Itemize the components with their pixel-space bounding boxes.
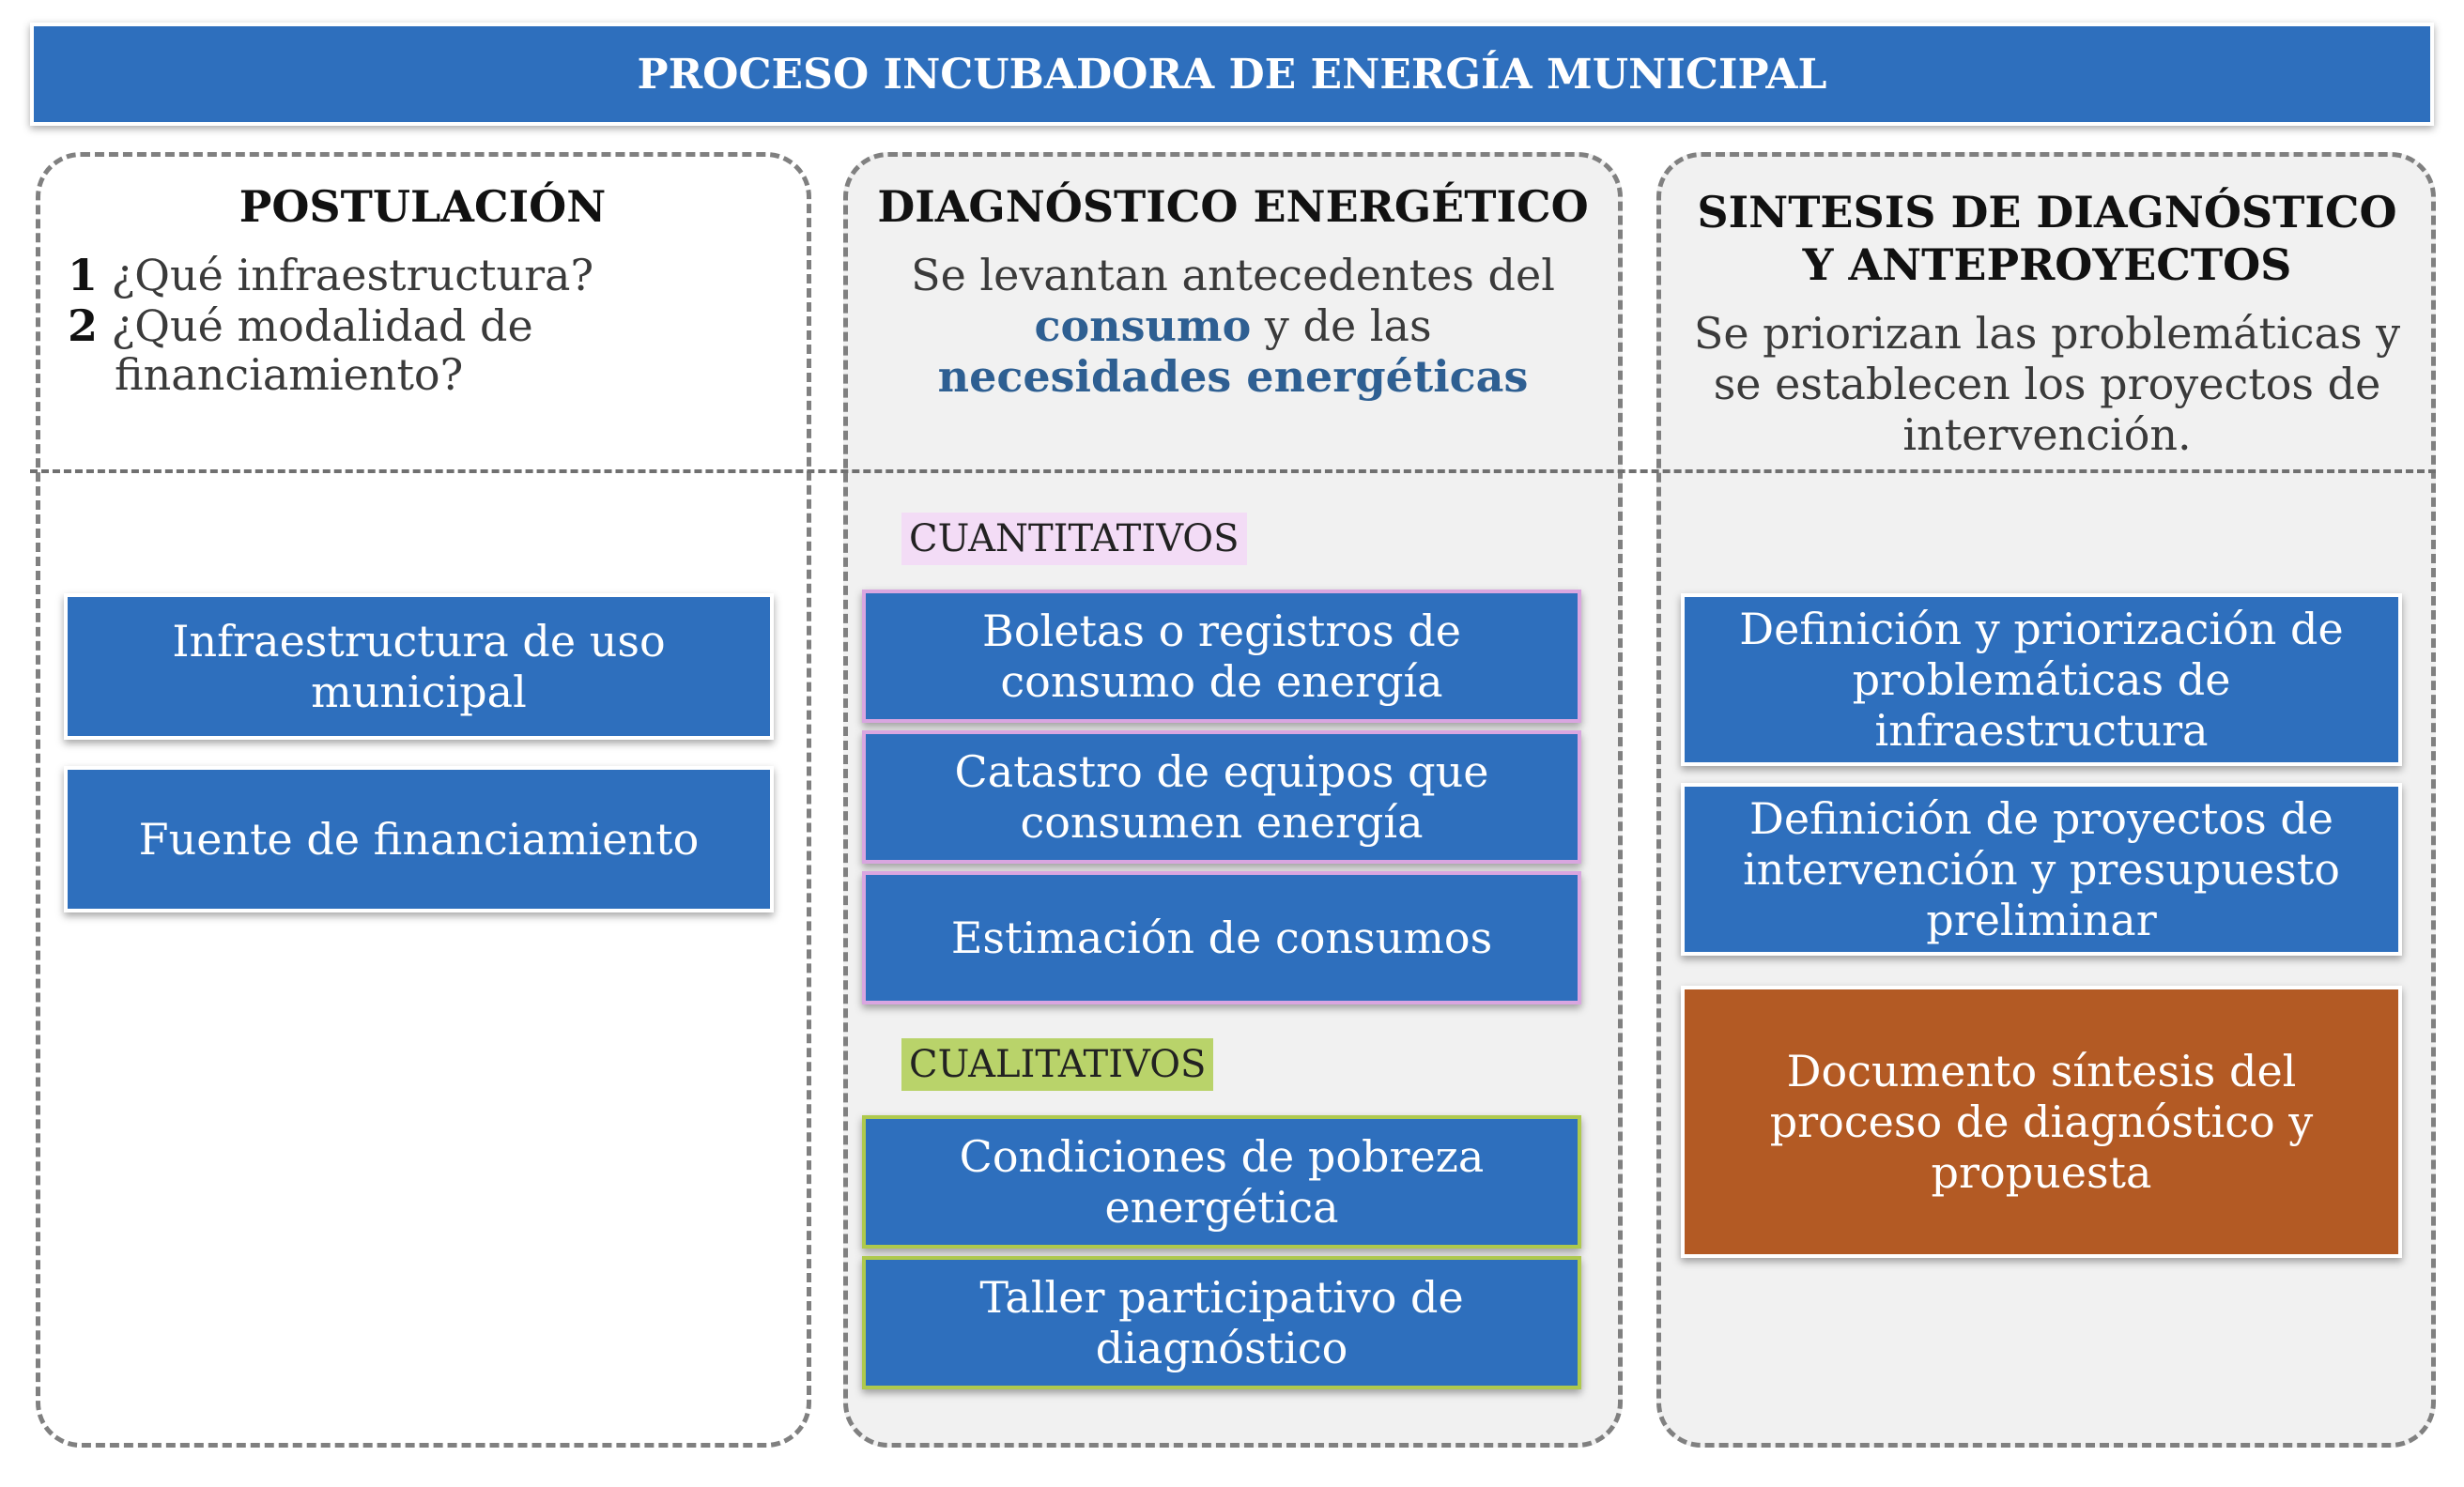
question-text: ¿Qué infraestructura?	[111, 250, 594, 300]
question-2-continuation: financiamiento?	[115, 349, 464, 400]
question-number: 2	[68, 300, 99, 351]
step-box: Definición y priorización de problemátic…	[1681, 593, 2402, 766]
question-2: 2 ¿Qué modalidad de	[68, 300, 781, 351]
description-text: y de las	[1264, 300, 1432, 351]
step-box: Fuente de financiamiento	[64, 766, 774, 912]
step-box: Estimación de consumos	[862, 871, 1581, 1004]
column-heading-diagnostico: DIAGNÓSTICO ENERGÉTICO	[877, 181, 1589, 232]
question-number: 1	[68, 250, 99, 300]
highlight-necesidades: necesidades energéticas	[937, 351, 1529, 402]
output-box: Documento síntesis del proceso de diagnó…	[1681, 986, 2402, 1258]
description-text: Se levantan antecedentes del	[911, 250, 1555, 300]
highlight-consumo: consumo	[1034, 300, 1252, 351]
category-tag-cualitativos: CUALITATIVOS	[901, 1038, 1214, 1091]
column-heading-postulacion: POSTULACIÓN	[239, 181, 607, 232]
step-box: Catastro de equipos que consumen energía	[862, 730, 1581, 864]
column-heading-sintesis: SINTESIS DE DIAGNÓSTICO Y ANTEPROYECTOS	[1697, 187, 2397, 290]
question-text: ¿Qué modalidad de	[111, 300, 533, 351]
step-box: Definición de proyectos de intervención …	[1681, 783, 2402, 956]
step-box: Boletas o registros de consumo de energí…	[862, 590, 1581, 723]
column-description: Se levantan antecedentes del consumo y d…	[883, 250, 1583, 402]
step-box: Infraestructura de uso municipal	[64, 593, 774, 740]
section-divider	[30, 469, 2436, 473]
question-1: 1 ¿Qué infraestructura?	[68, 250, 781, 300]
step-box: Condiciones de pobreza energética	[862, 1115, 1581, 1249]
column-description: Se priorizan las problemáticas y se esta…	[1693, 308, 2401, 460]
page-title: PROCESO INCUBADORA DE ENERGÍA MUNICIPAL	[30, 23, 2434, 126]
category-tag-cuantitativos: CUANTITATIVOS	[901, 513, 1247, 565]
step-box: Taller participativo de diagnóstico	[862, 1256, 1581, 1389]
